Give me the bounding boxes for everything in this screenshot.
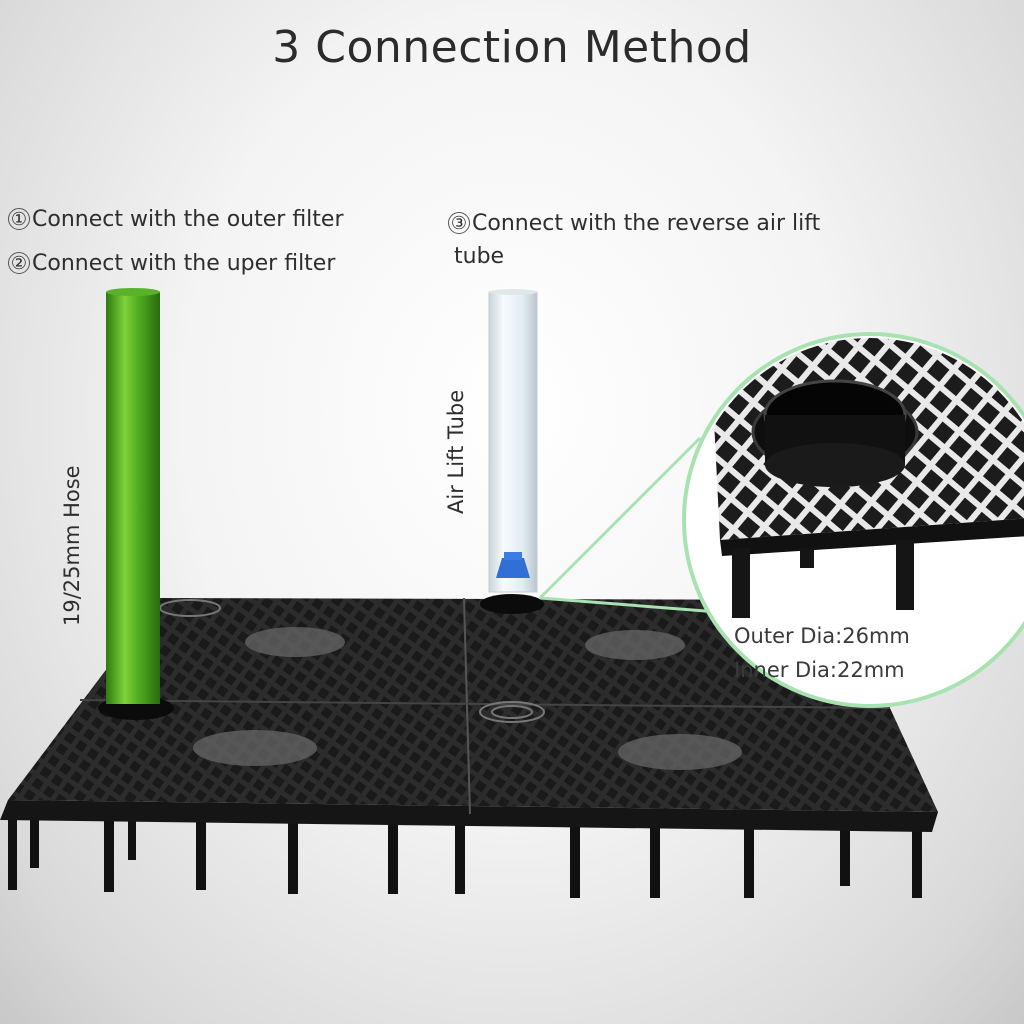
hose-label: 19/25mm Hose xyxy=(60,465,84,626)
method-3-number: ③ xyxy=(448,212,470,234)
method-2-text: Connect with the uper filter xyxy=(32,251,336,276)
callout-pointer xyxy=(538,436,719,614)
method-2-number: ② xyxy=(8,252,30,274)
method-1-text: Connect with the outer filter xyxy=(32,207,344,232)
method-3-text: Connect with the reverse air lift xyxy=(472,211,821,236)
air-lift-tube xyxy=(480,289,544,614)
filter-plate xyxy=(0,597,938,898)
page-title: 3 Connection Method xyxy=(272,22,752,73)
method-3-continuation: tube xyxy=(454,244,505,269)
inner-diameter-label: Inner Dia:22mm xyxy=(734,658,905,682)
air-lift-tube-label: Air Lift Tube xyxy=(444,389,468,514)
callout-zoom xyxy=(682,332,1024,708)
hose xyxy=(98,288,174,720)
method-1-number: ① xyxy=(8,208,30,230)
outer-diameter-label: Outer Dia:26mm xyxy=(734,624,910,648)
